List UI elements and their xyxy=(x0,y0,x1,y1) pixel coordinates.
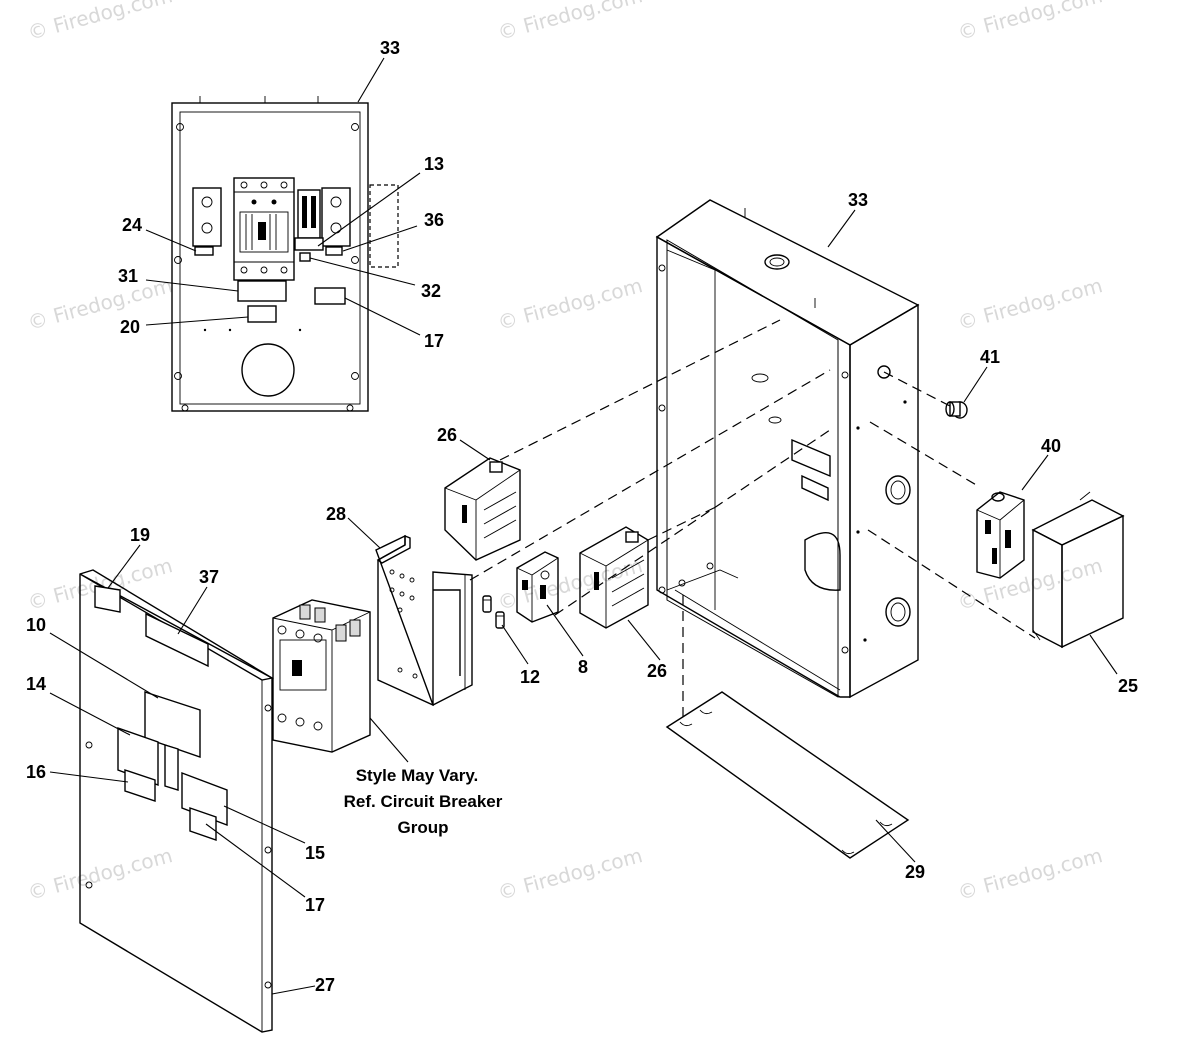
callout-8: 8 xyxy=(578,657,588,677)
door-panel-27 xyxy=(79,569,275,1033)
callout-27: 27 xyxy=(315,975,335,995)
callout-31: 31 xyxy=(118,266,138,286)
cover-plate-29 xyxy=(665,691,910,859)
callout-26-upper: 26 xyxy=(437,425,457,445)
callout-28: 28 xyxy=(326,504,346,524)
circuit-breaker xyxy=(272,599,371,753)
callout-24: 24 xyxy=(122,215,142,235)
callout-19: 19 xyxy=(130,525,150,545)
label-20 xyxy=(247,305,277,323)
callout-32: 32 xyxy=(421,281,441,301)
callout-33-right: 33 xyxy=(848,190,868,210)
label-10 xyxy=(144,691,201,758)
panel-enclosure-outline xyxy=(171,102,369,412)
fuse-holder-8 xyxy=(516,551,559,623)
label-31 xyxy=(237,280,287,302)
label-37 xyxy=(145,612,209,668)
callout-26-lower: 26 xyxy=(647,661,667,681)
callout-20: 20 xyxy=(120,317,140,337)
callout-41: 41 xyxy=(980,347,1000,367)
fuses-12 xyxy=(482,595,505,629)
panel-inner-edge xyxy=(179,111,361,405)
note-line-3: Group xyxy=(398,818,449,837)
label-19 xyxy=(94,585,121,613)
callout-36: 36 xyxy=(424,210,444,230)
assembled-panel-view xyxy=(171,96,399,412)
breaker-note: Style May Vary. Ref. Circuit Breaker Gro… xyxy=(344,766,503,837)
callout-25: 25 xyxy=(1118,676,1138,696)
watermark-group: © Firedog.com © Firedog.com © Firedog.co… xyxy=(25,0,1105,905)
connector-41 xyxy=(945,401,968,419)
label-17-top xyxy=(314,287,346,305)
watermark: © Firedog.com xyxy=(495,0,645,45)
callout-14: 14 xyxy=(26,674,46,694)
callout-12: 12 xyxy=(520,667,540,687)
callout-40: 40 xyxy=(1041,436,1061,456)
note-line-1: Style May Vary. xyxy=(356,766,479,785)
callout-17-top: 17 xyxy=(424,331,444,351)
watermark: © Firedog.com xyxy=(25,0,175,45)
box-25 xyxy=(1031,491,1125,649)
callout-33-top: 33 xyxy=(380,38,400,58)
bracket-26-upper xyxy=(444,457,521,561)
bracket-26-lower xyxy=(579,526,649,629)
enclosure-33 xyxy=(655,199,920,699)
assembled-breaker xyxy=(233,177,295,281)
explode-lines xyxy=(469,319,1036,718)
callout-15: 15 xyxy=(305,843,325,863)
knockout-hole xyxy=(241,343,295,397)
watermark: © Firedog.com xyxy=(25,273,175,335)
top-knockout xyxy=(764,254,790,270)
watermark: © Firedog.com xyxy=(955,843,1105,905)
component-40 xyxy=(976,491,1025,579)
bracket-28 xyxy=(375,534,473,707)
callout-17-bottom: 17 xyxy=(305,895,325,915)
watermark: © Firedog.com xyxy=(495,273,645,335)
callout-10: 10 xyxy=(26,615,46,635)
watermark: © Firedog.com xyxy=(955,0,1105,45)
callout-13: 13 xyxy=(424,154,444,174)
watermark: © Firedog.com xyxy=(495,843,645,905)
label-17-bottom xyxy=(189,807,217,841)
leader-lines xyxy=(49,57,1118,995)
note-line-2: Ref. Circuit Breaker xyxy=(344,792,503,811)
watermark: © Firedog.com xyxy=(955,273,1105,335)
callout-16: 16 xyxy=(26,762,46,782)
watermark: © Firedog.com xyxy=(25,843,175,905)
callout-29: 29 xyxy=(905,862,925,882)
callout-37: 37 xyxy=(199,567,219,587)
label-16 xyxy=(124,769,156,802)
callouts: 33 13 24 36 31 32 20 17 33 41 40 26 28 1… xyxy=(26,38,1138,995)
